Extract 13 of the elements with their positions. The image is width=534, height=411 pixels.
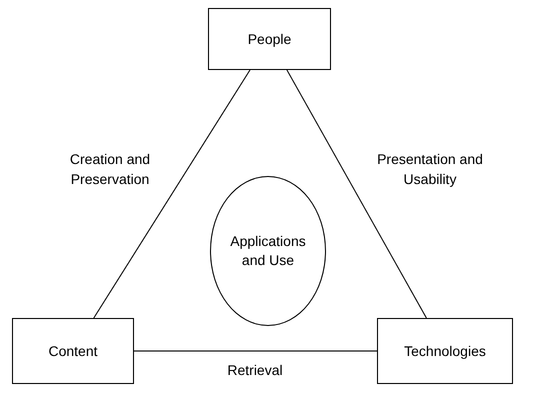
edge-label: Presentation and Usability	[376, 150, 484, 189]
process-box	[377, 318, 513, 384]
edge-label: Creation and Preservation	[68, 150, 152, 189]
connector-line	[93, 70, 250, 318]
node-label: Technologies	[403, 342, 487, 360]
process-box	[208, 8, 331, 70]
node-label: Applications and Use	[229, 232, 307, 270]
connector-line	[286, 70, 427, 318]
process-box	[12, 318, 134, 384]
node-label: Content	[47, 342, 99, 360]
connector-line	[134, 350, 378, 352]
node-label: People	[246, 30, 292, 48]
edge-label: Retrieval	[226, 361, 284, 380]
